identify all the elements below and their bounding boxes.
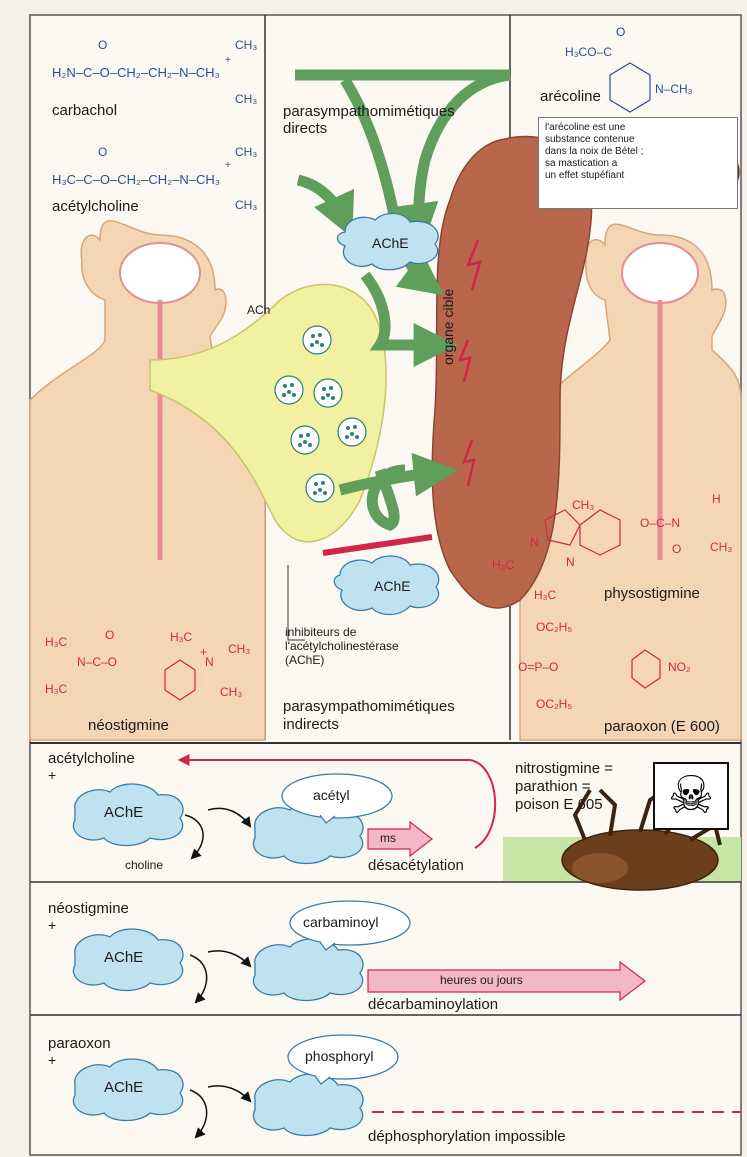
acetylcholine-plus: +	[225, 160, 231, 171]
carbachol-plus: +	[225, 55, 231, 66]
inhibitors-line3: (AChE)	[285, 653, 324, 667]
row1-bound-group: acétyl	[313, 787, 350, 803]
paraoxon-label: paraoxon (E 600)	[604, 718, 720, 735]
physostigmine-ocn: O–C–N	[640, 516, 680, 530]
arecoline-note: l'arécoline est une substance contenue d…	[538, 117, 738, 209]
ache-label-middle: AChE	[374, 578, 411, 594]
poison-line3: poison E 605	[515, 796, 603, 813]
physostigmine-n1: N	[530, 535, 539, 549]
row2-process: décarbaminoylation	[368, 996, 498, 1013]
arecoline-o: O	[616, 25, 625, 39]
neostigmine-n-plus: N	[205, 655, 214, 669]
acetylcholine-ch3-bottom: CH₃	[235, 198, 257, 212]
neostigmine-h3c-a: H₃C	[45, 635, 67, 649]
neostigmine-h3c-b: H₃C	[45, 682, 67, 696]
neostigmine-h3c-c: H₃C	[170, 630, 192, 644]
arecoline-note-line2: substance contenue	[545, 134, 731, 146]
physostigmine-h: H	[712, 492, 721, 506]
physostigmine-h3c-bottom: H₃C	[534, 588, 556, 602]
row2-substrate: néostigmine	[48, 900, 129, 917]
physostigmine-ch3-right: CH₃	[710, 540, 732, 554]
brain-left	[120, 243, 200, 303]
neostigmine-o: O	[105, 628, 114, 642]
indirect-label-line1: parasympathomimétiques	[283, 698, 455, 715]
row3-plus: +	[48, 1052, 56, 1068]
paraoxon-oc2h5-bottom: OC₂H₅	[536, 697, 572, 711]
paraoxon-ep: O=P–O	[518, 660, 558, 674]
inhibitors-line1: inhibiteurs de	[285, 625, 356, 639]
indirect-label-line2: indirects	[283, 716, 339, 733]
row1-substrate: acétylcholine	[48, 750, 135, 767]
arecoline-note-line5: un effet stupéfiant	[545, 170, 731, 182]
row1-plus: +	[48, 767, 56, 783]
physostigmine-o: O	[672, 542, 681, 556]
neostigmine-ch3-b: CH₃	[220, 685, 242, 699]
acetylcholine-ch3-top: CH₃	[235, 145, 257, 159]
arecoline-label: arécoline	[540, 88, 601, 105]
arecoline-formula-top: H₃CO–C	[565, 45, 612, 59]
arecoline-n: N–CH₃	[655, 82, 693, 96]
row1-product: choline	[125, 858, 163, 872]
carbachol-label: carbachol	[52, 102, 117, 119]
row3-process: déphosphorylation impossible	[368, 1128, 566, 1145]
acetylcholine-label: acétylcholine	[52, 198, 139, 215]
row2-ache: AChE	[104, 949, 143, 966]
row2-plus: +	[48, 917, 56, 933]
neostigmine-ch3-a: CH₃	[228, 642, 250, 656]
carbachol-ch3-top: CH₃	[235, 38, 257, 52]
inhibitors-line2: l'acétylcholinestérase	[285, 639, 399, 653]
row3-bound-group: phosphoryl	[305, 1048, 374, 1064]
paraoxon-no2: NO₂	[668, 660, 691, 674]
row1-ache: AChE	[104, 804, 143, 821]
poison-line2: parathion =	[515, 778, 590, 795]
physostigmine-label: physostigmine	[604, 585, 700, 602]
physostigmine-h3c-left: H₃C	[492, 558, 514, 572]
poison-line1: nitrostigmine =	[515, 760, 613, 777]
organ-label: organe cible	[440, 289, 456, 365]
direct-label-line2: directs	[283, 120, 327, 137]
arecoline-note-line3: dans la noix de Bétel ;	[545, 146, 731, 158]
paraoxon-oc2h5-top: OC₂H₅	[536, 620, 572, 634]
row2-rate: heures ou jours	[440, 973, 523, 987]
brain-right	[622, 243, 698, 303]
carbachol-formula: H₂N–C–O–CH₂–CH₂–N–CH₃	[52, 65, 220, 80]
row3-ache: AChE	[104, 1079, 143, 1096]
acetylcholine-o: O	[98, 145, 107, 159]
ach-label: ACh	[247, 303, 270, 317]
arecoline-note-line1: l'arécoline est une	[545, 122, 731, 134]
direct-label-line1: parasympathomimétiques	[283, 103, 455, 120]
physostigmine-n2: N	[566, 555, 575, 569]
row2-bound-group: carbaminoyl	[303, 914, 378, 930]
row1-process: désacétylation	[368, 857, 464, 874]
arecoline-note-line4: sa mastication a	[545, 158, 731, 170]
acetylcholine-formula: H₃C–C–O–CH₂–CH₂–N–CH₃	[52, 172, 220, 187]
carbachol-ch3-bottom: CH₃	[235, 92, 257, 106]
neostigmine-label: néostigmine	[88, 717, 169, 734]
row3-substrate: paraoxon	[48, 1035, 111, 1052]
physostigmine-ch3-top: CH₃	[572, 498, 594, 512]
ache-label-top: AChE	[372, 235, 409, 251]
skull-icon: ☠	[653, 762, 729, 830]
row1-rate: ms	[380, 831, 396, 845]
neostigmine-n: N–C–O	[77, 655, 117, 669]
carbachol-o: O	[98, 38, 107, 52]
